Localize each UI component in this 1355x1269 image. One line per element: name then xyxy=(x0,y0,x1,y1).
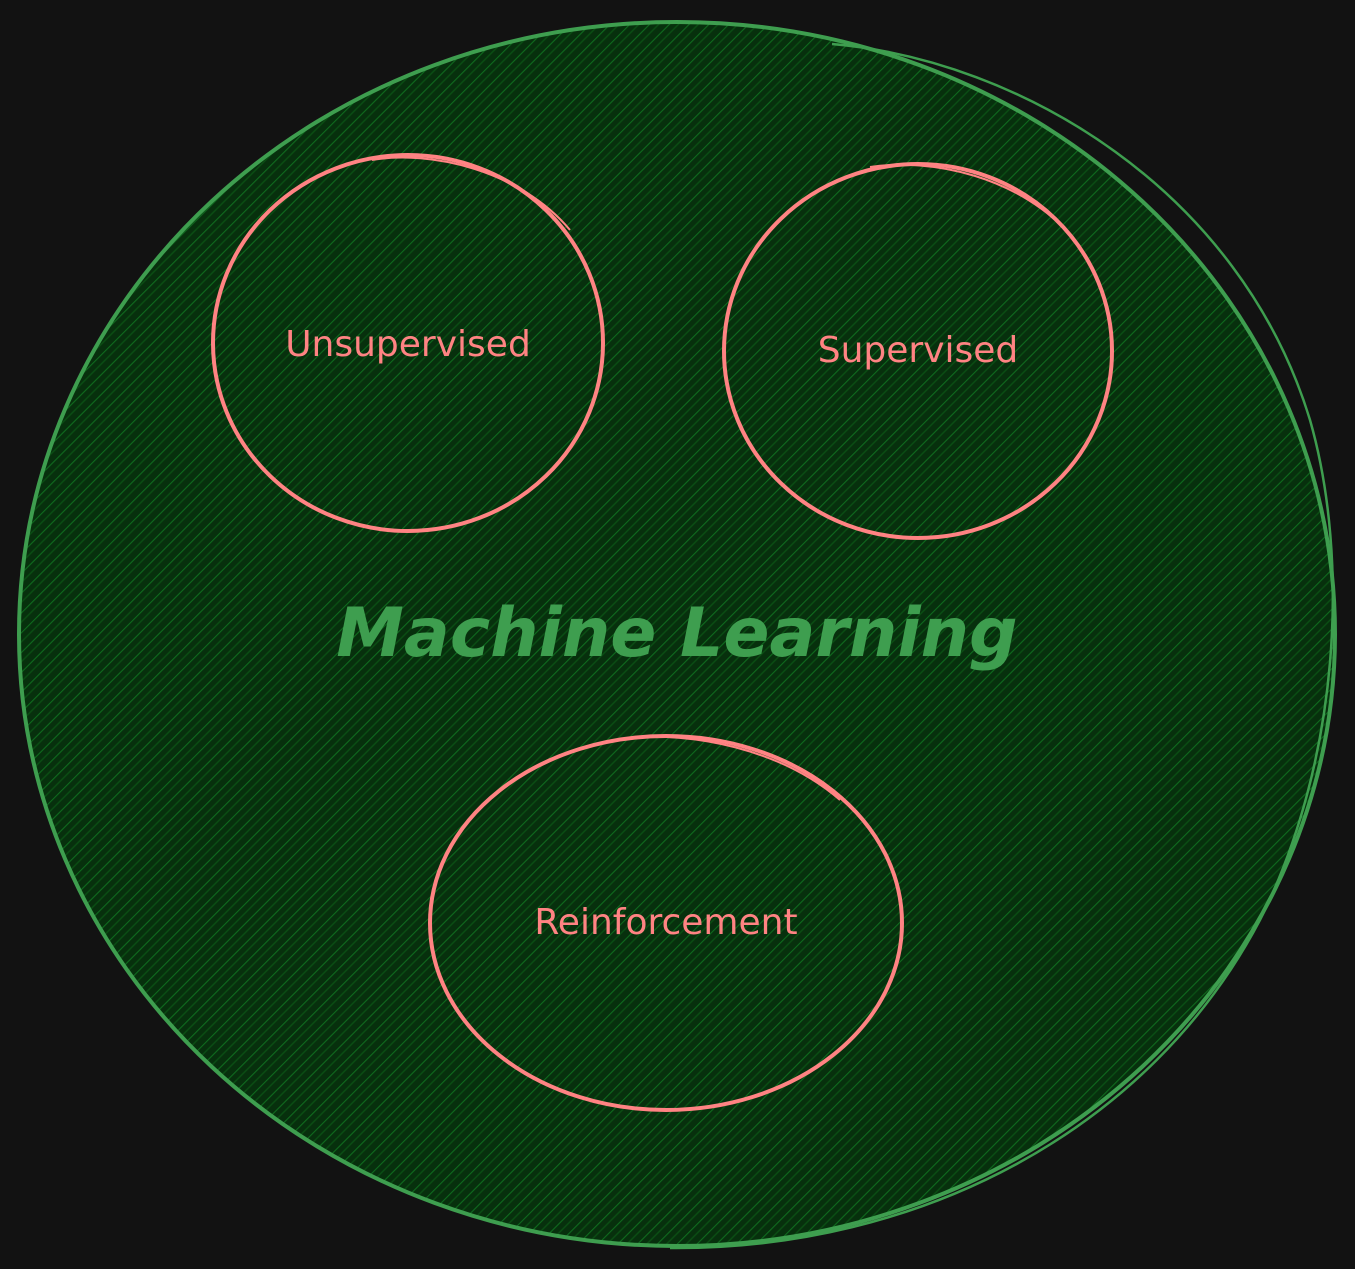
reinforcement-label: Reinforcement xyxy=(534,902,797,943)
machine-learning-label: Machine Learning xyxy=(336,594,1017,673)
machine-learning-circle-sketch xyxy=(669,42,1335,1250)
supervised-label: Supervised xyxy=(818,330,1019,371)
unsupervised-circle xyxy=(211,153,605,533)
machine-learning-region: Machine Learning xyxy=(17,20,1337,1250)
unsupervised-region: Unsupervised xyxy=(211,153,605,533)
reinforcement-circle-sketch xyxy=(629,735,841,801)
supervised-circle xyxy=(722,162,1114,540)
reinforcement-region: Reinforcement xyxy=(428,734,904,1112)
supervised-region: Supervised xyxy=(722,162,1114,540)
unsupervised-circle-sketch xyxy=(371,156,571,231)
supervised-circle-sketch xyxy=(869,163,1076,241)
machine-learning-circle xyxy=(17,20,1337,1248)
unsupervised-label: Unsupervised xyxy=(285,324,531,365)
